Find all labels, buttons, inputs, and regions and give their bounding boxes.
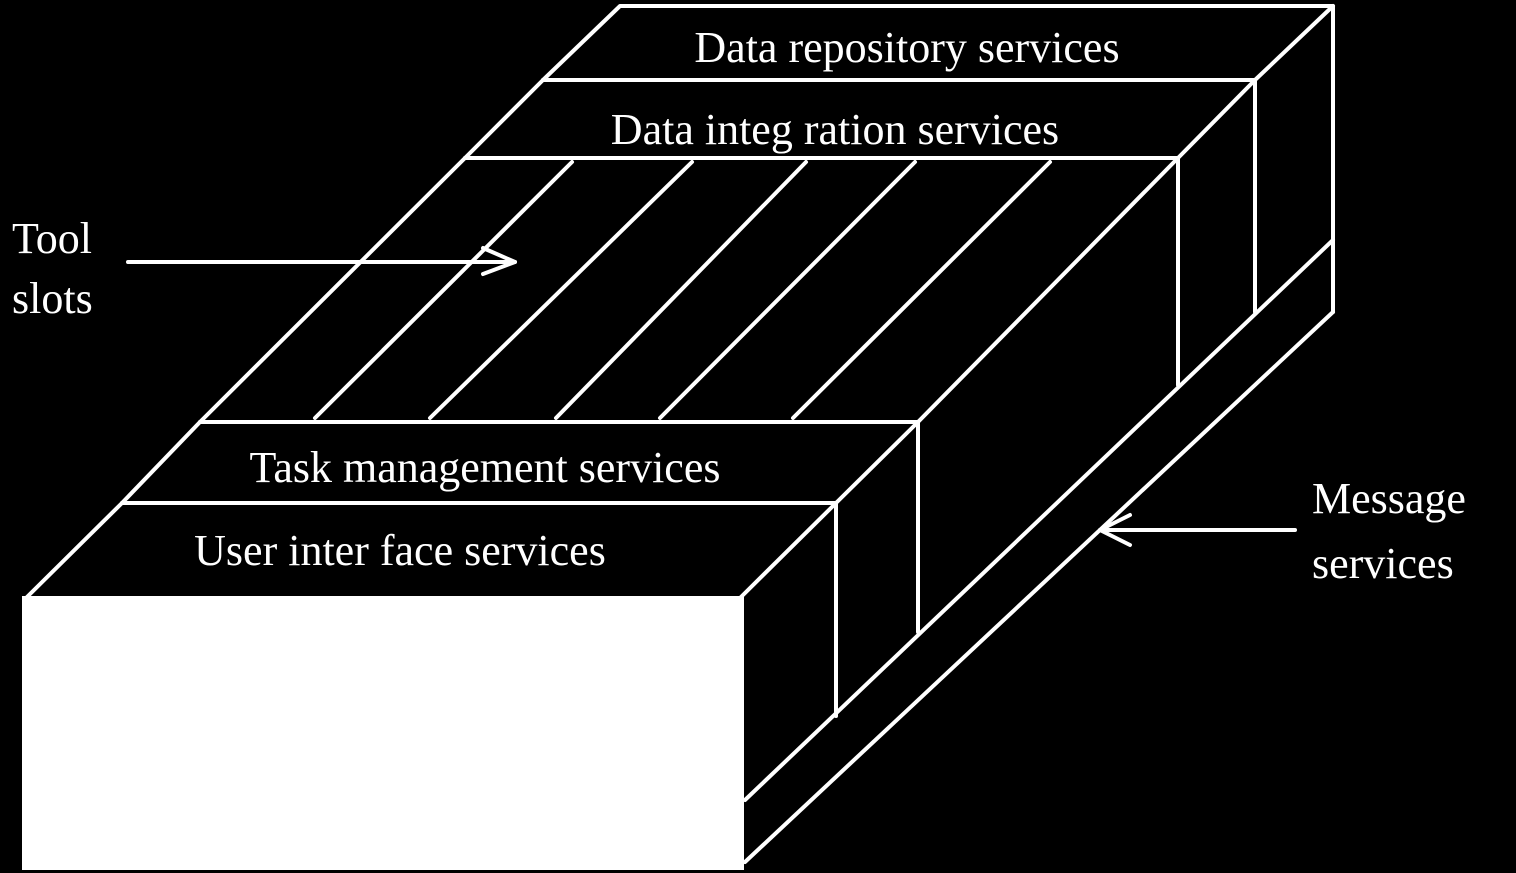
front-block-face [22,596,744,870]
tool-slots-callout: Tool slots [12,214,517,323]
tool-slot-divider-2 [428,160,694,420]
message-services-label-line-1: Message [1312,474,1466,523]
integration-layer-right-diagonal [1176,78,1257,160]
data-integration-label: Data integ ration services [611,105,1059,154]
data-repository-layer: Data repository services [541,4,1335,314]
tool-slots-label-line-2: slots [12,274,93,323]
tool-slot-divider-3 [554,160,808,420]
data-integration-layer: Data integ ration services [463,78,1257,387]
tool-slot-region [198,156,1180,424]
message-base-inner-diagonal [743,238,1335,802]
task-management-label: Task management services [250,443,721,492]
task-layer-left-diagonal [120,420,202,505]
tool-slot-left-boundary [198,156,467,424]
data-repository-label: Data repository services [694,23,1119,72]
integration-layer-left-diagonal [463,78,545,160]
user-interface-label: User inter face services [194,526,606,575]
tool-slot-divider-1 [313,160,574,420]
message-services-arrowhead [1098,513,1132,547]
tool-slots-label-line-1: Tool [12,214,92,263]
message-services-callout: Message services [1098,474,1466,588]
tool-slots-arrowhead [481,246,517,276]
message-services-base [743,238,1335,864]
repository-layer-right-diagonal [1253,4,1335,82]
message-services-label-line-2: services [1312,539,1454,588]
tool-slot-right-boundary [916,156,1180,424]
tool-slot-divider-5 [791,160,1052,420]
task-management-layer: Task management services [120,420,920,634]
message-base-outer-diagonal [743,310,1335,864]
task-layer-right-diagonal [834,420,920,505]
ui-layer-right-diagonal [738,501,838,600]
tool-slot-divider-4 [658,160,917,420]
user-interface-layer: User inter face services [24,501,838,718]
repository-layer-top-edges [541,4,1335,314]
ui-layer-left-diagonal [24,501,124,600]
